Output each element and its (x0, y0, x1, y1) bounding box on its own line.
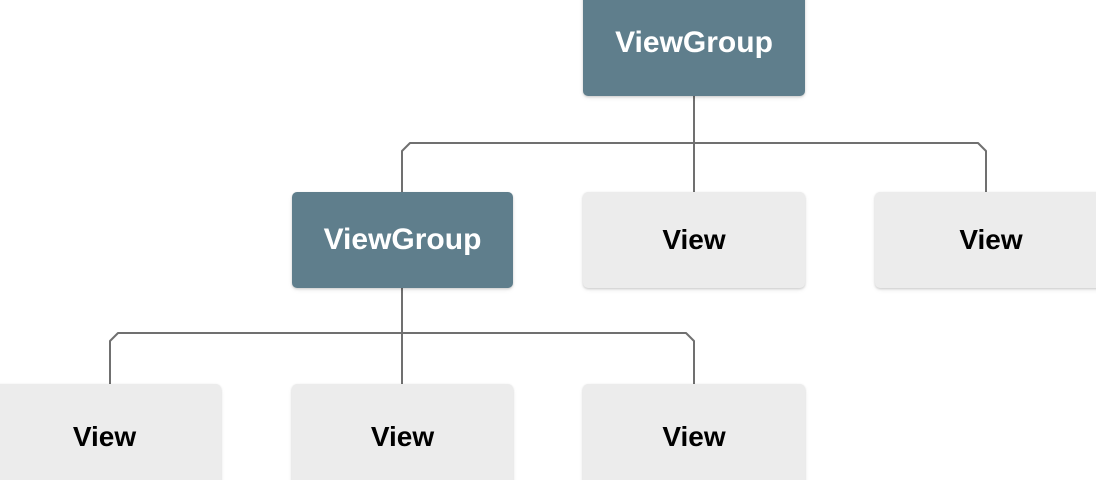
connector-root-to-group-1 (401, 96, 695, 192)
connector-group-1-to-view-5 (401, 288, 695, 384)
node-view-5[interactable]: View (583, 384, 805, 480)
node-label-group-1: ViewGroup (323, 223, 482, 256)
connector-group-1-to-view-3 (109, 288, 403, 384)
connector-root-to-view-2 (693, 96, 987, 192)
node-view-3[interactable]: View (0, 384, 221, 480)
node-view-2[interactable]: View (875, 192, 1096, 288)
node-root[interactable]: ViewGroup (583, 0, 805, 96)
node-label-view-5: View (662, 421, 726, 452)
node-label-view-2: View (959, 224, 1023, 255)
node-label-view-1: View (662, 224, 726, 255)
node-view-4[interactable]: View (292, 384, 513, 480)
node-label-view-3: View (72, 421, 137, 452)
node-label-view-4: View (370, 421, 435, 452)
node-view-1[interactable]: View (583, 192, 805, 288)
connector-edges (109, 96, 987, 384)
node-label-root: ViewGroup (615, 26, 773, 59)
node-group-1[interactable]: ViewGroup (292, 192, 513, 288)
